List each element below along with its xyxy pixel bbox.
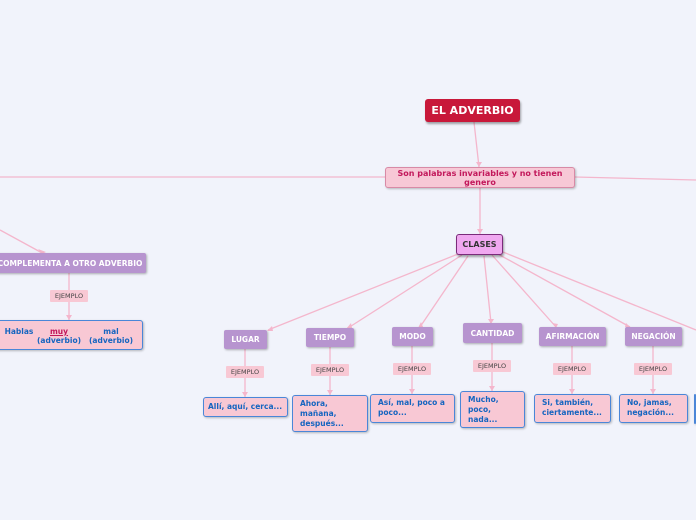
modo-example-line-2: poco... (378, 407, 407, 417)
arrowhead-afirmacion (552, 323, 558, 328)
afirmacion-example-box[interactable]: Si, también, ciertamente... (534, 394, 611, 423)
connector-clases-negacion (497, 253, 631, 328)
cantidad-example-box[interactable]: Mucho, poco, nada... (460, 391, 525, 428)
tiempo-example-box[interactable]: Ahora, mañana, después... (292, 395, 368, 432)
connector-clases-tiempo (347, 254, 463, 329)
tiempo-example-line-2: mañana, (300, 408, 337, 418)
arrowhead-modo (418, 322, 423, 328)
arrowhead-afirmacion-example (569, 389, 575, 394)
lugar-ejemplo-tag: EJEMPLO (226, 366, 264, 378)
category-modo[interactable]: MODO (392, 327, 433, 346)
complementa-example-box[interactable] (0, 320, 143, 350)
category-tiempo[interactable]: TIEMPO (306, 328, 354, 347)
sentence-word-muy-text: muy (49, 327, 69, 336)
cantidad-example-line-2: poco, (468, 404, 491, 414)
connector-left-complementa (0, 229, 45, 255)
afirmacion-ejemplo-tag: EJEMPLO (553, 363, 591, 375)
arrowhead-negacion (625, 323, 631, 328)
sentence-word-muy-sub: (adverbio) (36, 336, 82, 345)
afirmacion-example-line-2: ciertamente... (542, 407, 602, 417)
cantidad-example-line-3: nada... (468, 414, 498, 424)
negacion-example-line-1: No, jamas, (627, 398, 672, 407)
lugar-example-line: Allí, aquí, cerca... (208, 402, 283, 412)
arrowhead-lugar-example (242, 392, 248, 397)
modo-ejemplo-tag: EJEMPLO (393, 363, 431, 375)
clases-node[interactable]: CLASES (456, 234, 503, 255)
connector-clases-afirmacion (491, 254, 557, 328)
connector-definition-right (574, 176, 696, 181)
connector-root-definition (473, 121, 480, 168)
root-node[interactable]: EL ADVERBIO (425, 99, 520, 122)
sentence-word-text: Hablas (4, 327, 34, 336)
sentence-word-mal-text: mal (103, 327, 119, 336)
sentence-word-hablas: Hablas (4, 327, 34, 336)
arrowhead-complementa (38, 249, 46, 254)
category-afirmacion[interactable]: AFIRMACIÓN (539, 327, 606, 346)
lugar-example-box[interactable]: Allí, aquí, cerca... (203, 397, 288, 417)
connector-clases-modo (419, 255, 469, 328)
arrowhead-definition (476, 162, 482, 167)
afirmacion-example-line-1: Si, también, (542, 398, 594, 407)
definition-node[interactable]: Son palabras invariables y no tienen gen… (385, 167, 575, 188)
modo-example-box[interactable]: Así, mal, poco a poco... (370, 394, 455, 423)
sentence-word-mal-sub: (adverbio) (88, 336, 134, 345)
category-cantidad[interactable]: CANTIDAD (463, 323, 522, 343)
arrowhead-modo-example (409, 389, 415, 394)
connector-clases-lugar (267, 253, 459, 331)
sentence-word-muy: muy (adverbio) (36, 327, 82, 345)
negacion-ejemplo-tag: EJEMPLO (634, 363, 672, 375)
arrowhead-negacion-example (650, 389, 656, 394)
connector-clases-offscreen (502, 251, 696, 331)
connector-clases-cantidad (483, 255, 492, 324)
sentence-word-mal: mal (adverbio) (88, 327, 134, 345)
arrowhead-sentence (66, 315, 72, 320)
category-lugar[interactable]: LUGAR (224, 330, 267, 349)
arrowhead-clases (477, 229, 483, 234)
negacion-example-line-2: negación... (627, 407, 674, 417)
arrowhead-lugar (267, 326, 273, 331)
arrowhead-cantidad (488, 319, 494, 324)
arrowhead-cantidad-example (489, 386, 495, 391)
tiempo-example-line-3: después... (300, 418, 344, 428)
category-negacion[interactable]: NEGACIÓN (625, 327, 682, 346)
complementa-node[interactable]: COMPLEMENTA A OTRO ADVERBIO (0, 253, 146, 273)
tiempo-ejemplo-tag: EJEMPLO (311, 364, 349, 376)
modo-example-line-1: Así, mal, poco a (378, 398, 445, 407)
cantidad-ejemplo-tag: EJEMPLO (473, 360, 511, 372)
negacion-example-box[interactable]: No, jamas, negación... (619, 394, 688, 423)
arrowhead-tiempo-example (327, 390, 333, 395)
tiempo-example-line-1: Ahora, (300, 399, 328, 408)
complementa-ejemplo-tag: EJEMPLO (50, 290, 88, 302)
cantidad-example-line-1: Mucho, (468, 395, 499, 404)
arrowhead-tiempo (346, 323, 352, 329)
